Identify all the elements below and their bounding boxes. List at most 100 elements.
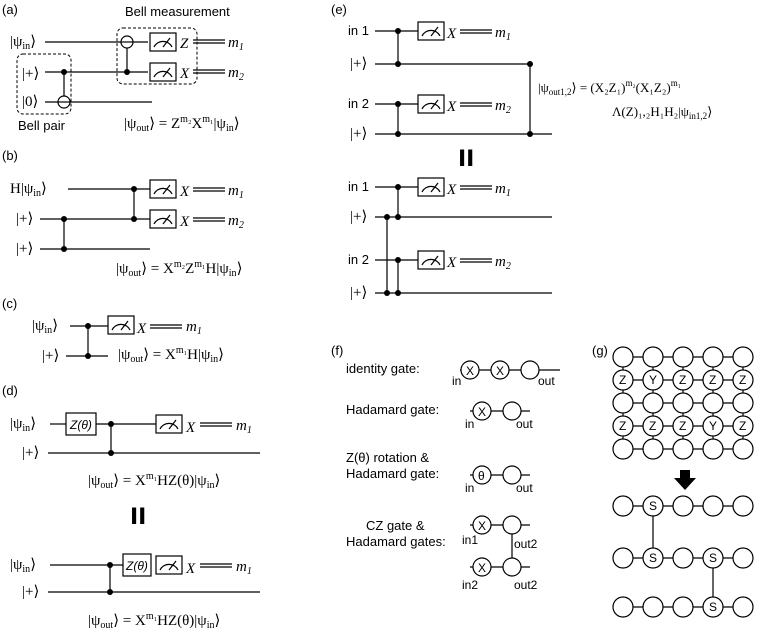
a-meter-1 xyxy=(149,32,177,52)
a-input-psi: |ψin⟩ xyxy=(10,34,36,52)
f-hadamard-label: Hadamard gate: xyxy=(346,402,439,417)
b-plus-1: |+⟩ xyxy=(16,211,33,227)
e-meter-1 xyxy=(417,21,445,41)
c-input: |ψin⟩ xyxy=(32,318,58,336)
panel-e-tag: (e) xyxy=(331,2,347,17)
g-grid-node xyxy=(672,438,694,460)
g-reduced-node xyxy=(702,547,724,569)
g-reduced-node xyxy=(642,596,664,618)
g-grid-node xyxy=(732,438,754,460)
g-grid-node xyxy=(732,346,754,368)
panel-d: (d) |ψin⟩ |+⟩ Z(θ) X m1 |ψout⟩ = Xm₁HZ(θ… xyxy=(2,383,260,631)
svg-text:in: in xyxy=(452,374,461,388)
svg-text:out2: out2 xyxy=(514,578,538,592)
bell-measurement-label: Bell measurement xyxy=(125,4,230,19)
g-grid-node xyxy=(642,415,664,437)
e-in2-b: in 2 xyxy=(348,252,369,267)
g-reduced-node xyxy=(672,547,694,569)
svg-text:X: X xyxy=(496,364,504,378)
d-m1: m1 xyxy=(236,418,252,436)
a-z-label: Z xyxy=(180,36,189,52)
g-grid-node-label: Y xyxy=(709,419,717,433)
e-m2: m2 xyxy=(495,98,511,116)
g-grid-node xyxy=(732,369,754,391)
panel-c: (c) |ψin⟩ |+⟩ X m1 |ψout⟩ = Xm₁H|ψin⟩ xyxy=(2,296,224,365)
c-meter xyxy=(107,315,135,335)
svg-text:out: out xyxy=(516,417,533,431)
g-reduced-node xyxy=(612,596,634,618)
a-m1: m1 xyxy=(228,35,244,53)
e-in1: in 1 xyxy=(348,23,369,38)
c-plus: |+⟩ xyxy=(42,348,59,364)
panel-d-tag: (d) xyxy=(2,383,18,398)
panel-c-tag: (c) xyxy=(2,296,17,311)
g-grid-node xyxy=(642,392,664,414)
b-m2: m2 xyxy=(228,213,244,231)
f-identity-label: identity gate: xyxy=(346,361,420,376)
e-m2-b: m2 xyxy=(495,254,511,272)
g-grid-node xyxy=(672,392,694,414)
bell-pair-box xyxy=(16,53,72,115)
g-s-label: S xyxy=(649,499,657,513)
g-reduced-node xyxy=(642,547,664,569)
panel-f-tag: (f) xyxy=(331,343,343,358)
g-grid-node-label: Z xyxy=(679,373,686,387)
svg-text:X: X xyxy=(478,405,486,419)
panel-b: (b) H|ψin⟩ |+⟩ |+⟩ X X m1 m2 |ψout⟩ = Xm… xyxy=(2,148,244,279)
g-reduced-node xyxy=(732,495,754,517)
g-grid-node xyxy=(732,392,754,414)
svg-text:out: out xyxy=(516,481,533,495)
svg-text:Z(θ): Z(θ) xyxy=(125,559,148,573)
c-x: X xyxy=(136,321,147,337)
g-grid-node xyxy=(612,392,634,414)
g-reduced-node xyxy=(702,596,724,618)
d-output-equation-2: |ψout⟩ = Xm₁HZ(θ)|ψin⟩ xyxy=(88,611,220,631)
e-x1-b: X xyxy=(446,182,457,198)
e-output-equation-2: Λ(Z)₁,₂H₁H₂|ψin1,2⟩ xyxy=(612,104,712,121)
e-in2: in 2 xyxy=(348,96,369,111)
d-zgate-2 xyxy=(122,553,152,577)
d-equals-sign: II xyxy=(130,505,146,530)
d-output-equation: |ψout⟩ = Xm₁HZ(θ)|ψin⟩ xyxy=(88,471,220,491)
svg-text:in2: in2 xyxy=(462,578,478,592)
panel-f: (f) identity gate: X X in out Hadamard g… xyxy=(331,343,560,592)
e-x1: X xyxy=(446,26,457,42)
g-grid-node xyxy=(642,346,664,368)
b-output-equation: |ψout⟩ = Xm₂Zm₁H|ψin⟩ xyxy=(116,259,242,279)
panel-a-tag: (a) xyxy=(2,2,18,17)
g-reduced-node xyxy=(612,495,634,517)
svg-text:in: in xyxy=(465,417,474,431)
b-m1: m1 xyxy=(228,183,244,201)
d-x-2: X xyxy=(185,561,196,577)
g-reduced-node xyxy=(672,596,694,618)
b-x1: X xyxy=(179,184,190,200)
d-plus-2: |+⟩ xyxy=(22,584,39,600)
svg-text:X: X xyxy=(478,561,486,575)
g-grid-node xyxy=(672,346,694,368)
g-s-label: S xyxy=(649,551,657,565)
panel-b-tag: (b) xyxy=(2,148,18,163)
svg-text:X: X xyxy=(478,519,486,533)
d-meter xyxy=(155,414,183,434)
c-m1: m1 xyxy=(186,319,202,337)
g-grid-node xyxy=(672,415,694,437)
e-m1-b: m1 xyxy=(495,181,511,199)
svg-text:out2: out2 xyxy=(514,537,538,551)
g-s-label: S xyxy=(709,600,717,614)
f-zrot-label-2: Hadamard gate: xyxy=(346,466,439,481)
g-grid-node xyxy=(642,369,664,391)
g-grid-node xyxy=(612,369,634,391)
e-meter-1-b xyxy=(417,177,445,197)
e-meter-2-b xyxy=(417,250,445,270)
a-meter-2 xyxy=(149,62,177,82)
g-reduced-node xyxy=(642,495,664,517)
g-reduced-node xyxy=(672,495,694,517)
svg-text:out: out xyxy=(538,374,555,388)
g-grid-node-label: Z xyxy=(619,419,626,433)
e-plus2-b: |+⟩ xyxy=(350,285,367,301)
g-grid-node xyxy=(612,438,634,460)
e-in1-b: in 1 xyxy=(348,179,369,194)
c-output-equation: |ψout⟩ = Xm₁H|ψin⟩ xyxy=(118,345,224,365)
e-m1: m1 xyxy=(495,25,511,43)
